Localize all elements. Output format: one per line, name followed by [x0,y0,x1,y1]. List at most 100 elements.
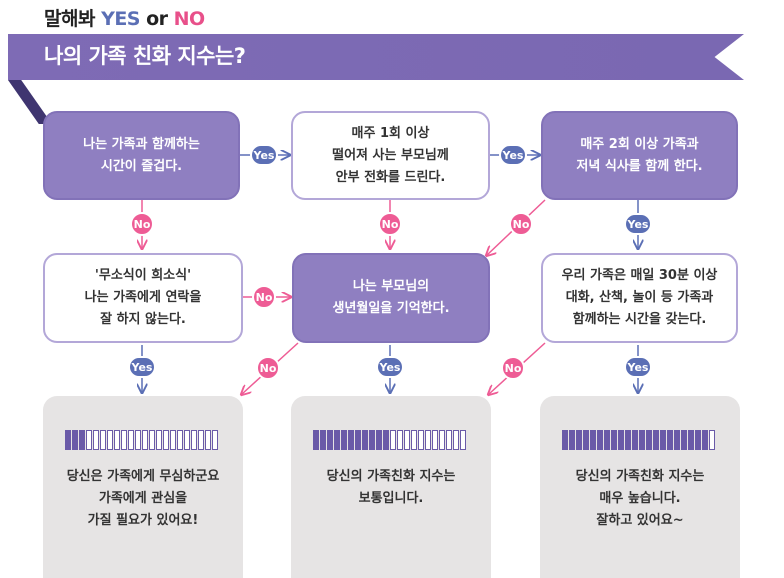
meter-cell [439,430,445,450]
meter-cell [369,430,375,450]
result-text-high: 당신의 가족친화 지수는 매우 높습니다. 잘하고 있어요~ [575,469,705,528]
meter-cell [660,430,666,450]
meter-cell [604,430,610,450]
meter-cell [688,430,694,450]
result-card-medium: 당신의 가족친화 지수는 보통입니다. [291,396,491,578]
meter-cell [191,430,197,450]
meter-cell [646,430,652,450]
no-badge-q2: No [378,212,402,236]
header-or: or [139,8,174,30]
header-title: 말해봐 YES or NO [44,4,205,31]
meter-cell [611,430,617,450]
meter-cell [341,430,347,450]
question-box-3: 매주 2회 이상 가족과 저녁 식사를 함께 한다. [541,111,738,200]
meter-cell [583,430,589,450]
meter-cell [121,430,127,450]
meter-cell [411,430,417,450]
meter-cell [667,430,673,450]
result-text-medium: 당신의 가족친화 지수는 보통입니다. [326,469,456,506]
meter-cell [432,430,438,450]
meter-cell [618,430,624,450]
result-text-low: 당신은 가족에게 무심하군요 가족에게 관심을 가질 필요가 있어요! [66,469,220,528]
meter-cell [79,430,85,450]
meter-cell [653,430,659,450]
meter-cell [562,430,568,450]
question-box-6: 우리 가족은 매일 30분 이상 대화, 산책, 놀이 등 가족과 함께하는 시… [541,253,738,343]
meter-cell [107,430,113,450]
question-box-1: 나는 가족과 함께하는 시간이 즐겁다. [43,111,240,200]
result-card-low: 당신은 가족에게 무심하군요 가족에게 관심을 가질 필요가 있어요! [43,396,243,578]
banner-title: 나의 가족 친화 지수는? [44,44,246,68]
no-badge-q3: No [509,212,533,236]
meter-cell [376,430,382,450]
meter-cell [590,430,596,450]
result-card-high: 당신의 가족친화 지수는 매우 높습니다. 잘하고 있어요~ [540,396,740,578]
meter-cell [149,430,155,450]
yes-badge-q5: Yes [376,356,404,378]
meter-cell [142,430,148,450]
yes-badge-q6: Yes [624,356,652,378]
meter-cell [674,430,680,450]
meter-cell [425,430,431,450]
no-badge-q1: No [130,212,154,236]
meter-cell [597,430,603,450]
meter-cell [93,430,99,450]
meter-cell [348,430,354,450]
meter-cell [453,430,459,450]
meter-cell [576,430,582,450]
meter-cell [355,430,361,450]
meter-cell [390,430,396,450]
meter-cell [170,430,176,450]
meter-cell [65,430,71,450]
meter-cell [681,430,687,450]
meter-cell [625,430,631,450]
meter-cell [86,430,92,450]
meter-cell [702,430,708,450]
meter-cell [114,430,120,450]
meter-cell [72,430,78,450]
meter-cell [320,430,326,450]
yes-badge-q1: Yes [250,144,278,166]
question-box-5: 나는 부모님의 생년월일을 기억한다. [292,253,490,343]
meter-cell [446,430,452,450]
meter-cell [639,430,645,450]
meter-cell [156,430,162,450]
meter-cell [327,430,333,450]
family-score-meter [313,430,466,450]
meter-cell [632,430,638,450]
no-badge-q6: No [501,356,525,380]
header-no: NO [173,8,206,30]
meter-cell [177,430,183,450]
meter-cell [163,430,169,450]
family-score-meter [562,430,715,450]
family-score-meter [65,430,218,450]
meter-cell [569,430,575,450]
meter-cell [205,430,211,450]
meter-cell [404,430,410,450]
question-box-4: '무소식이 희소식' 나는 가족에게 연락을 잘 하지 않는다. [43,253,243,343]
meter-cell [397,430,403,450]
no-badge-q4: No [252,285,276,309]
meter-cell [695,430,701,450]
meter-cell [362,430,368,450]
meter-cell [334,430,340,450]
meter-cell [100,430,106,450]
meter-cell [709,430,715,450]
question-box-2: 매주 1회 이상 떨어져 사는 부모님께 안부 전화를 드린다. [291,111,490,200]
meter-cell [383,430,389,450]
yes-badge-q3: Yes [624,213,652,235]
meter-cell [135,430,141,450]
meter-cell [198,430,204,450]
meter-cell [212,430,218,450]
meter-cell [418,430,424,450]
meter-cell [128,430,134,450]
meter-cell [313,430,319,450]
no-badge-q5: No [256,356,280,380]
header-yes: YES [101,8,140,30]
meter-cell [460,430,466,450]
meter-cell [184,430,190,450]
yes-badge-q2: Yes [499,144,527,166]
title-banner [8,34,744,80]
header-prefix: 말해봐 [44,8,102,30]
yes-badge-q4: Yes [128,356,156,378]
